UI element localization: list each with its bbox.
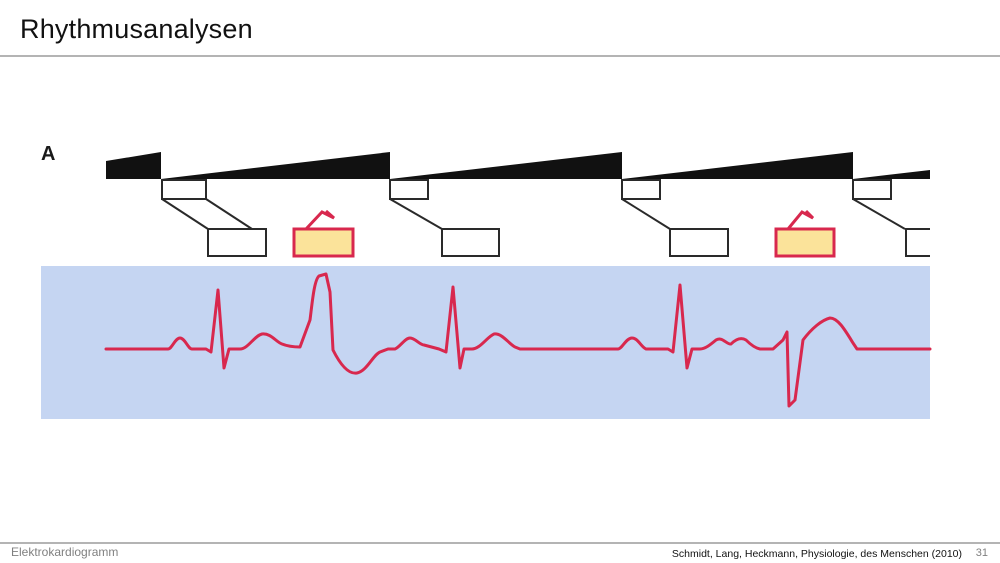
ramp-3 — [390, 152, 622, 179]
ecg-trace — [104, 272, 932, 408]
ectopic-box-1 — [292, 227, 355, 258]
conduction-diagram — [161, 179, 930, 257]
atrial-box-2 — [389, 179, 429, 200]
extrasystole-marker-1 — [292, 209, 355, 258]
connector-1 — [161, 198, 209, 230]
connector-2 — [389, 198, 443, 230]
title-divider — [0, 55, 1000, 57]
ectopic-flag-2 — [786, 209, 815, 230]
slide-title: Rhythmusanalysen — [20, 14, 253, 44]
ventricular-box-2 — [441, 228, 500, 257]
connector-4 — [852, 198, 906, 230]
panel-label: A — [41, 143, 56, 165]
atrial-box-1 — [161, 179, 207, 200]
footer-divider — [0, 542, 1000, 544]
atrial-box-4 — [852, 179, 892, 200]
ventricular-box-4 — [905, 228, 930, 257]
ectopic-flag-1 — [304, 209, 335, 231]
ventricular-box-1 — [207, 228, 267, 257]
connector-1b — [205, 198, 253, 230]
footer-source: Schmidt, Lang, Heckmann, Physiologie, de… — [671, 548, 962, 560]
ramp-4 — [622, 152, 853, 179]
ramp-2 — [161, 152, 390, 179]
ramp-5 — [853, 170, 930, 179]
footer-topic: Elektrokardiogramm — [11, 545, 119, 559]
atrial-box-3 — [621, 179, 661, 200]
ramp-1 — [106, 152, 161, 179]
extrasystole-marker-2 — [774, 209, 836, 258]
pacemaker-ramps — [106, 152, 930, 179]
ectopic-box-2 — [774, 227, 836, 258]
connector-3 — [621, 198, 671, 230]
page-number: 31 — [975, 547, 988, 559]
ventricular-box-3 — [669, 228, 729, 257]
